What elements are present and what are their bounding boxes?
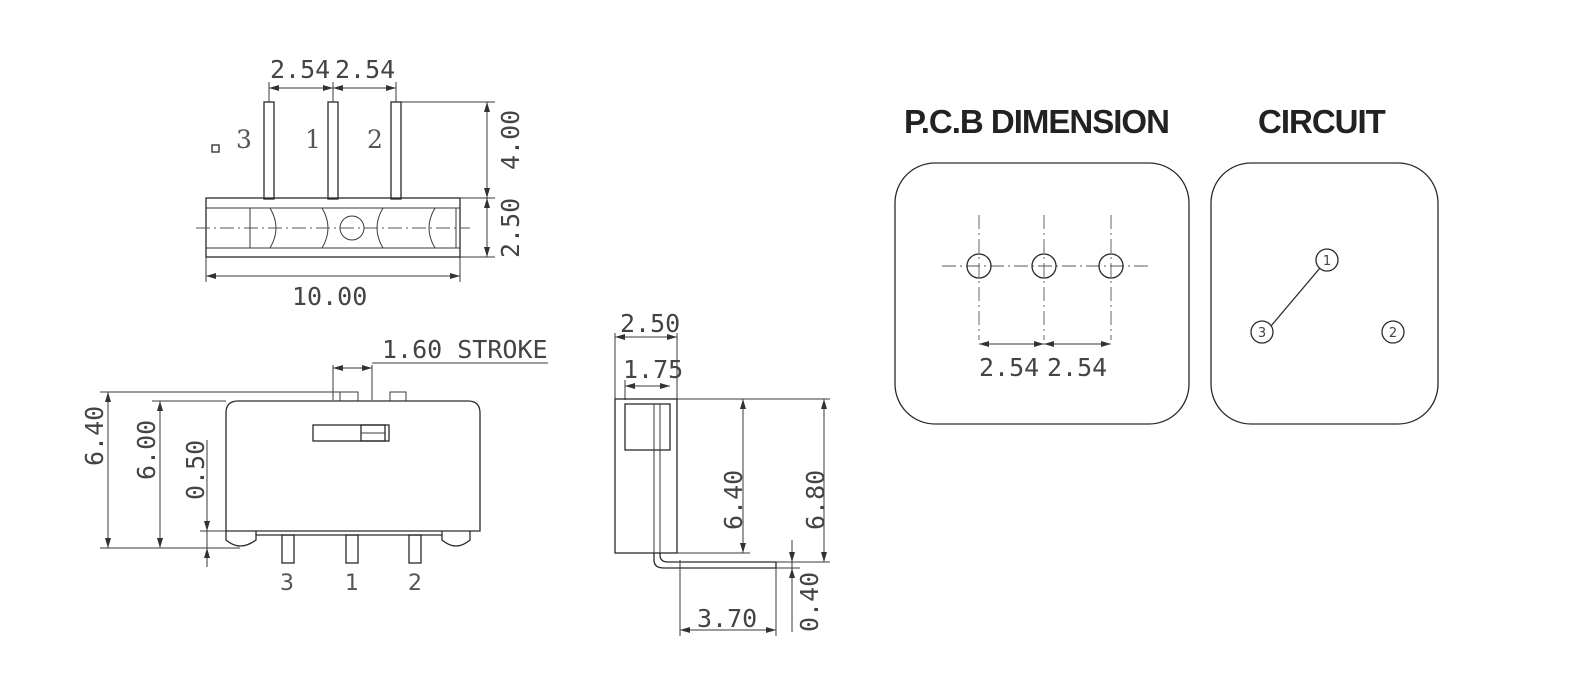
side-view: 2.50 1.75 6.40 6.80 0.40 [614, 309, 830, 636]
top-pitch-left: 2.54 [270, 55, 330, 84]
circuit-panel: CIRCUIT 1 3 2 [1210, 103, 1439, 425]
side-actuator [624, 403, 671, 451]
top-pitch-right: 2.54 [335, 55, 395, 84]
node-3-circle [1250, 320, 1274, 344]
front-pin-3 [281, 534, 295, 564]
top-body [205, 197, 461, 258]
front-pin-label-3: 3 [280, 571, 294, 596]
node-2-label: 2 [1389, 326, 1397, 341]
front-pin-1 [345, 534, 359, 564]
side-lead-thickness: 0.40 [795, 572, 824, 632]
pcb-hole-1 [1031, 253, 1057, 279]
top-pin-label-1: 1 [305, 125, 321, 154]
side-width: 2.50 [620, 309, 680, 338]
front-body-height: 6.00 [132, 420, 161, 480]
switch-contact-line [1270, 267, 1321, 327]
pcb-pitch-left: 2.54 [979, 353, 1039, 382]
top-view: 3 1 2 2.54 2.54 4.00 2. [196, 55, 525, 311]
side-body [614, 398, 678, 554]
top-pin-1 [327, 101, 339, 200]
front-stroke-label: 1.60 STROKE [382, 335, 548, 364]
node-1-circle [1315, 248, 1339, 272]
pcb-hole-3 [966, 253, 992, 279]
node-2-circle [1381, 320, 1405, 344]
pcb-hole-2 [1098, 253, 1124, 279]
front-total-height: 6.40 [80, 406, 109, 466]
front-pin-label-1: 1 [345, 571, 359, 596]
top-pin-2 [390, 101, 402, 200]
side-height-inner: 6.40 [719, 470, 748, 530]
marker-square [211, 144, 220, 153]
top-pin-label-2: 2 [367, 125, 383, 154]
pcb-title: P.C.B DIMENSION [904, 103, 1169, 140]
front-standoff: 0.50 [181, 440, 210, 500]
node-1-label: 1 [1323, 254, 1331, 269]
top-body-length: 10.00 [292, 282, 367, 311]
circuit-frame [1210, 162, 1439, 425]
pcb-frame [894, 162, 1190, 425]
circuit-title: CIRCUIT [1258, 103, 1386, 140]
front-actuator [312, 424, 390, 442]
side-lead [653, 553, 777, 569]
pcb-dimension-panel: P.C.B DIMENSION 2.54 2.54 [894, 103, 1190, 425]
top-pin-height: 4.00 [496, 110, 525, 170]
pcb-pitch-right: 2.54 [1047, 353, 1107, 382]
side-lead-length: 3.70 [697, 604, 757, 633]
node-3-label: 3 [1258, 326, 1266, 341]
front-view: 1.60 STROKE 3 1 2 6.40 6.00 [80, 335, 548, 596]
top-pin-3 [263, 101, 275, 200]
top-body-height: 2.50 [496, 198, 525, 258]
front-pin-2 [408, 534, 422, 564]
top-pin-label-3: 3 [236, 125, 252, 154]
front-pin-label-2: 2 [408, 571, 422, 596]
side-actuator-width: 1.75 [623, 355, 683, 384]
side-height-total: 6.80 [801, 470, 830, 530]
front-body [225, 400, 481, 532]
